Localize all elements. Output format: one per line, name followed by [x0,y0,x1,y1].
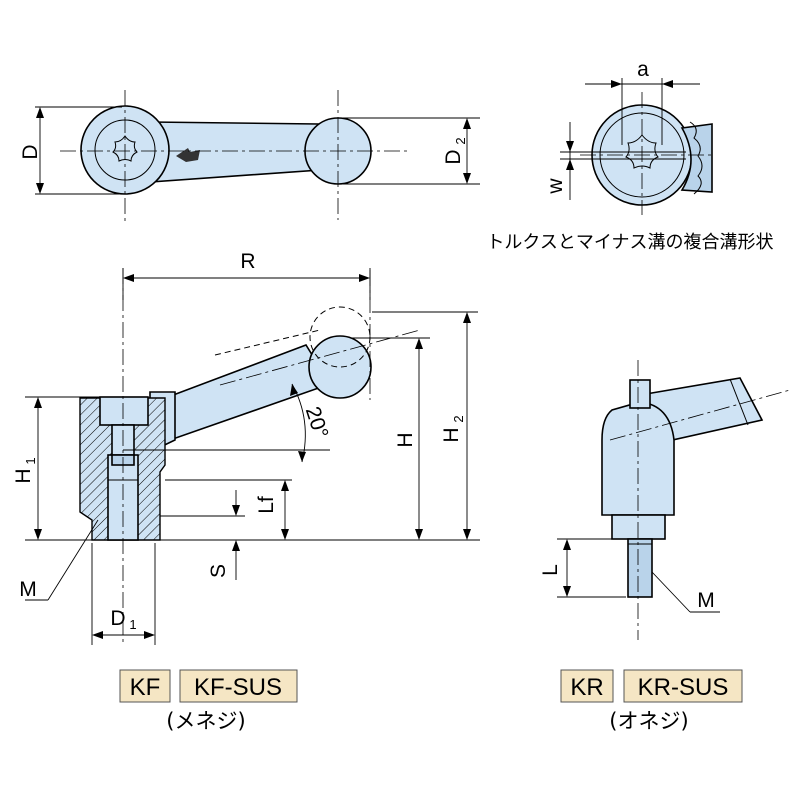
groove-shape-note: トルクスとマイナス溝の複合溝形状 [486,232,773,253]
dim-h-label: H [394,432,417,447]
brand-logo-icon [176,148,200,162]
top-view: D D 2 [19,90,480,225]
dim-h1-subscript: 1 [23,457,38,464]
dim-d1-subscript: 1 [129,617,136,632]
tag-kf-sus: KF-SUS [194,674,282,701]
dim-w-label: w [544,178,567,195]
tag-kr: KR [570,674,603,701]
kr-model-tags: KR KR-SUS (オネジ) [560,669,743,733]
dim-d2-subscript: 2 [453,137,468,144]
dim-a-label: a [637,58,649,81]
tag-kr-sus: KR-SUS [638,674,729,701]
kr-side-view: L M [539,360,791,640]
kf-model-tags: KF KF-SUS (メネジ) [119,669,298,733]
dim-l-label: L [539,564,562,576]
dim-lf-label: Lf [255,496,278,514]
kf-side-view: H 1 R H H 2 Lf S [12,250,480,645]
caption-male-thread: (オネジ) [609,709,688,733]
caption-female-thread: (メネジ) [166,709,245,733]
dim-h2-subscript: 2 [451,415,466,422]
dim-m-right-label: M [697,589,715,612]
detail-view: a w トルクスとマイナス溝の複合溝形状 [486,58,773,253]
dim-d2-label: D [442,149,465,164]
dim-h1-label: H [12,468,35,483]
dim-d-label: D [19,144,42,159]
dim-s-label: S [207,564,230,578]
tag-kf: KF [130,674,161,701]
dim-h2-label: H [440,427,463,442]
dim-r-label: R [240,250,255,273]
dim-m-left-label: M [19,578,37,601]
dim-d1-label: D [110,607,125,630]
